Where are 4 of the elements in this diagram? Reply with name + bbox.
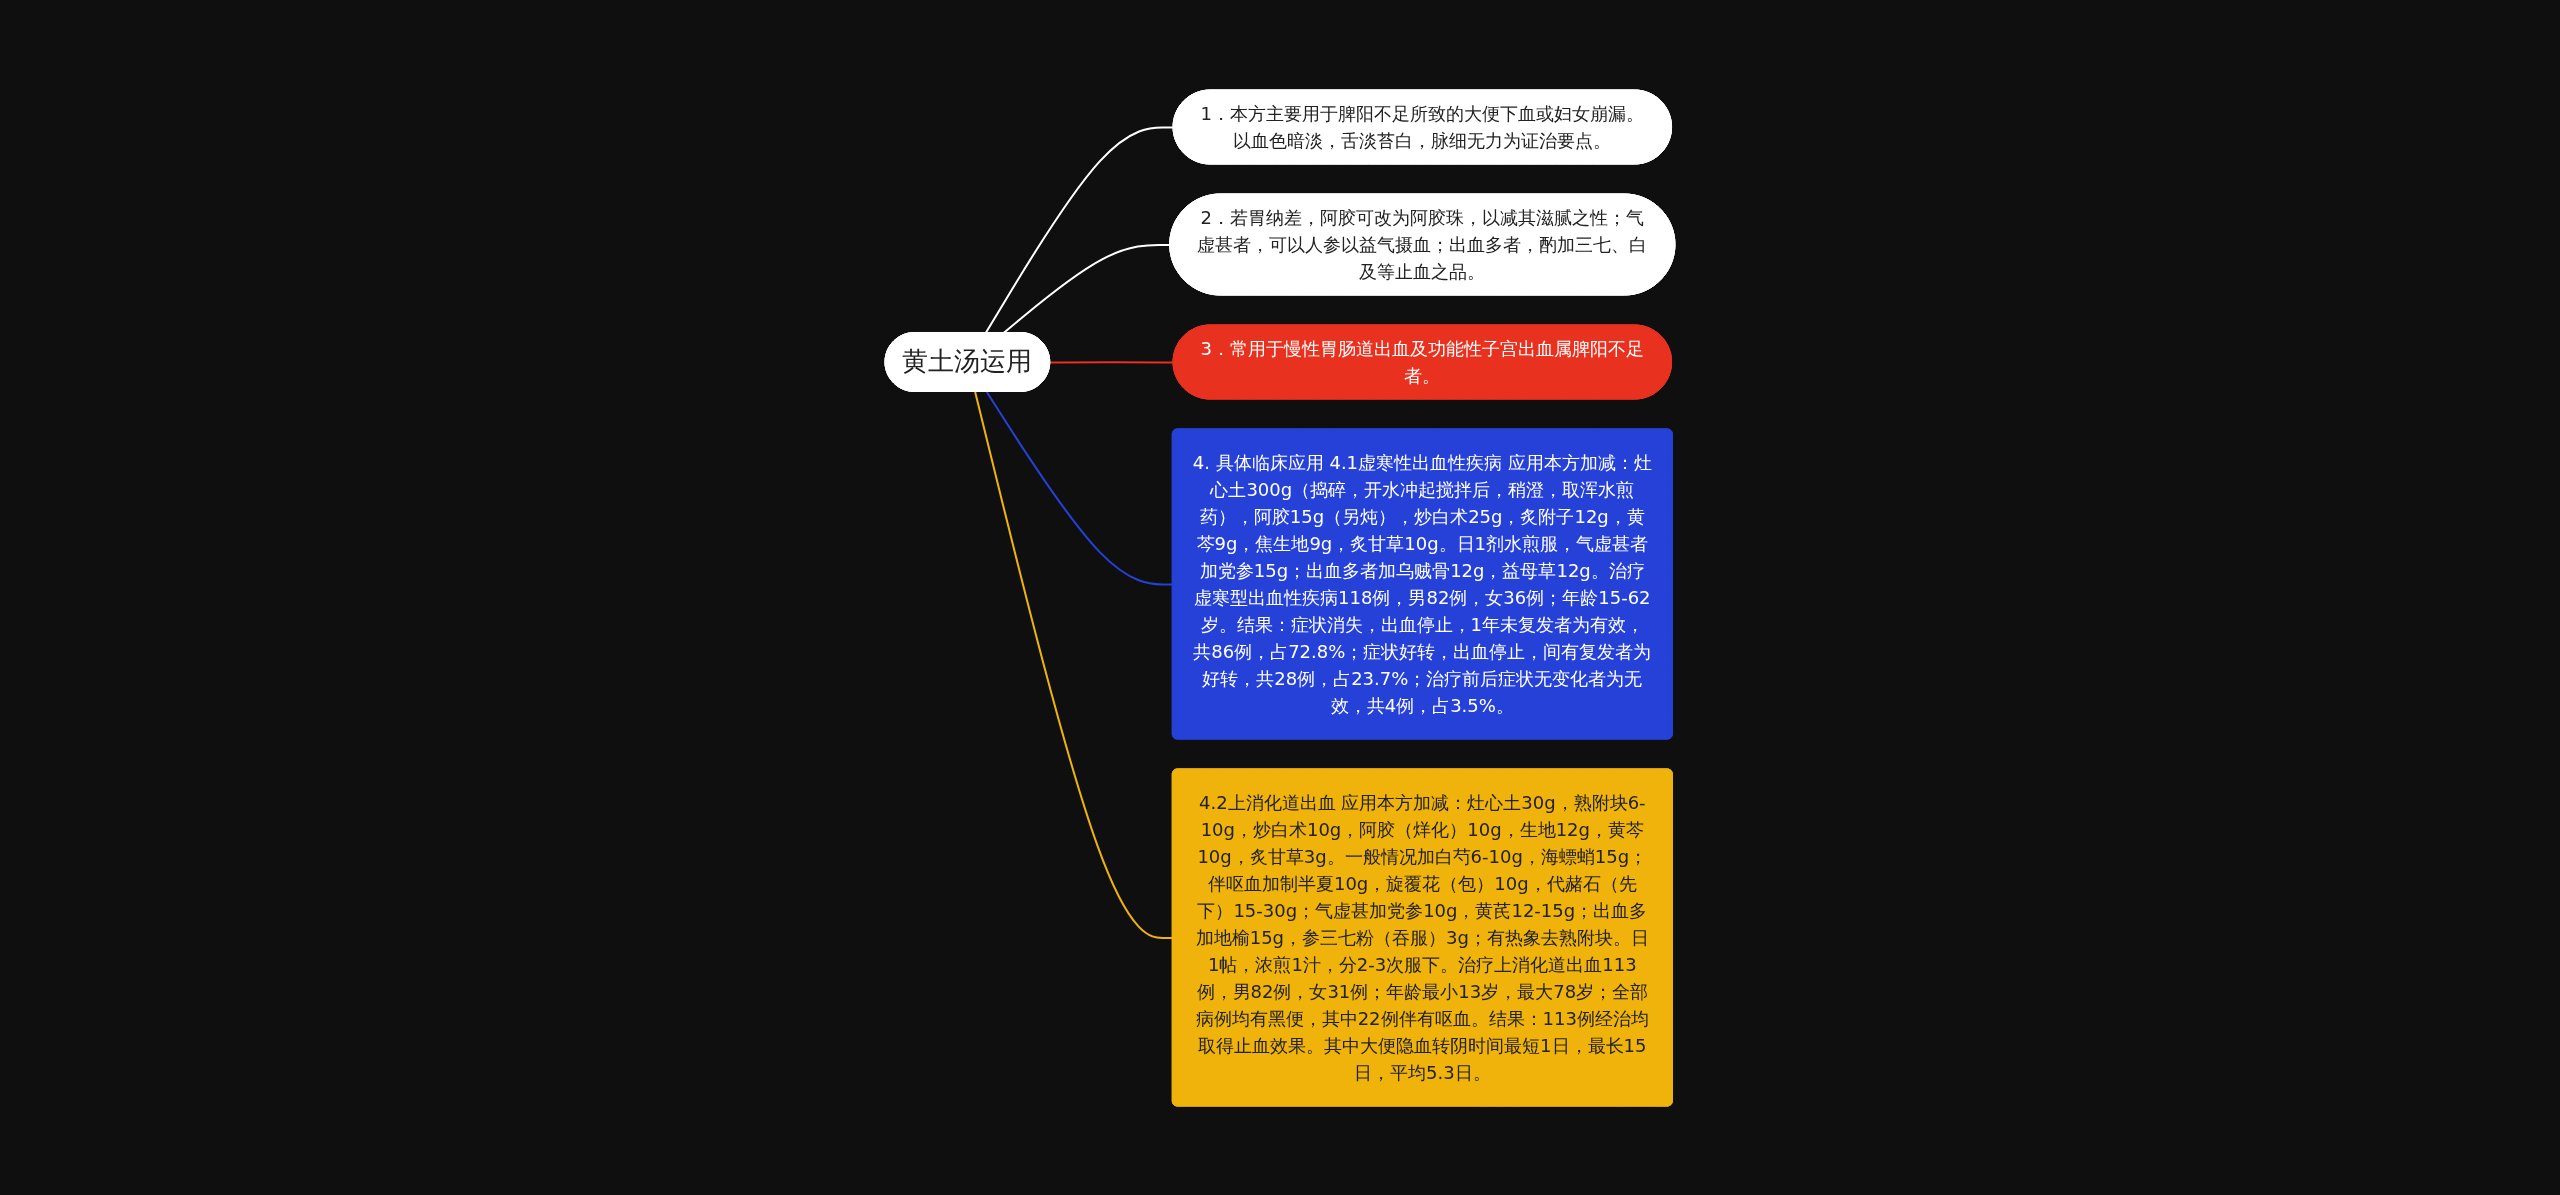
connector bbox=[1049, 360, 1175, 363]
connector bbox=[984, 125, 1175, 334]
connector bbox=[985, 390, 1174, 585]
connector bbox=[974, 390, 1174, 939]
